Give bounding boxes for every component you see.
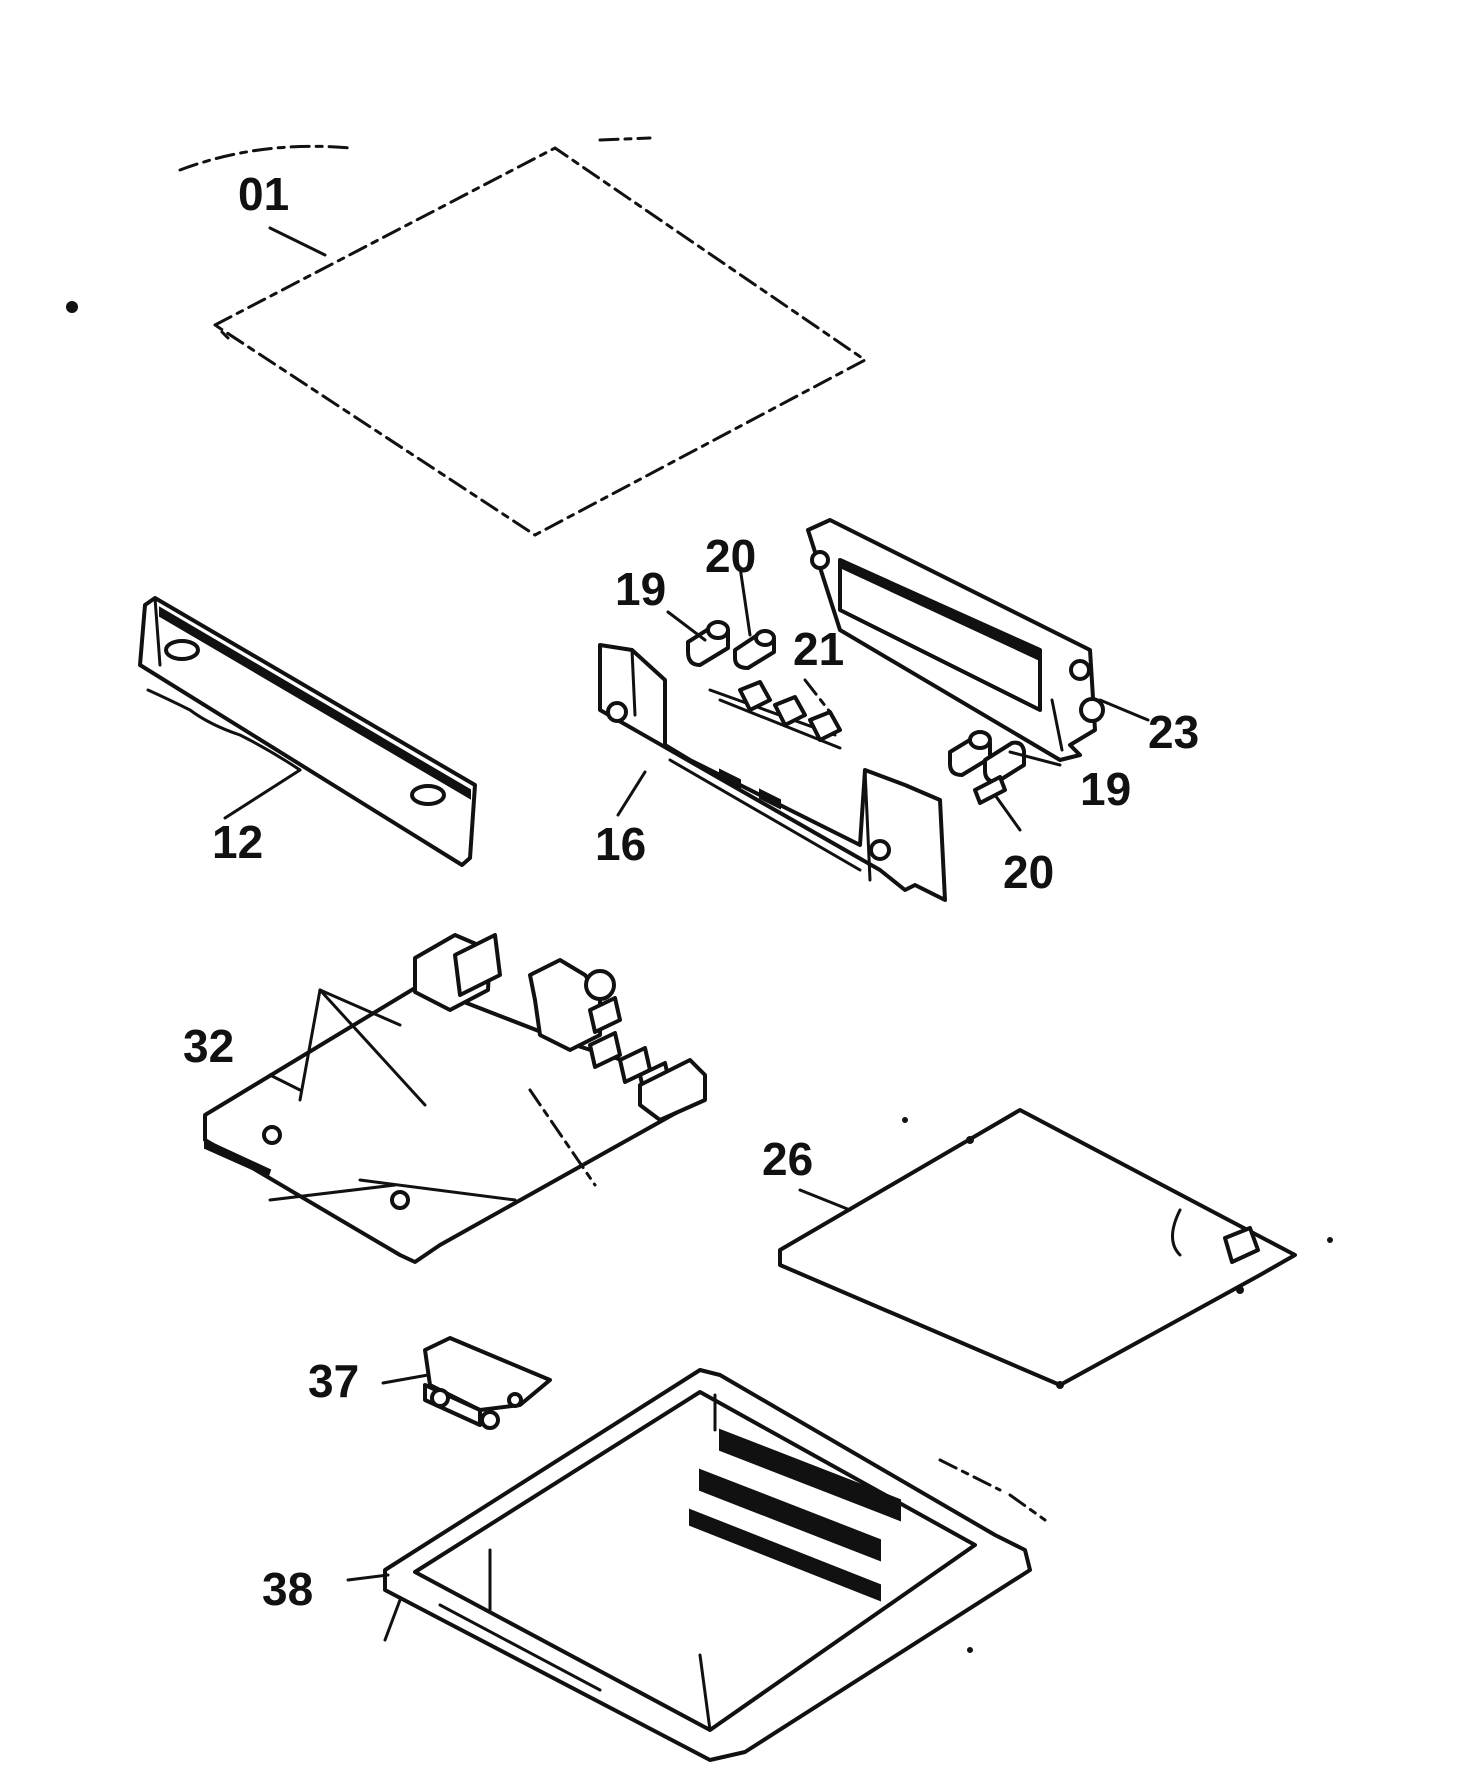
label-12: 12 <box>212 816 263 868</box>
label-23: 23 <box>1148 706 1199 758</box>
part-21-switch-assembly <box>708 678 842 750</box>
part-12-rear-bracket <box>138 596 477 867</box>
label-38: 38 <box>262 1563 313 1615</box>
label-20-upper: 20 <box>705 530 756 582</box>
label-37: 37 <box>308 1355 359 1407</box>
label-26: 26 <box>762 1133 813 1185</box>
part-37-sub-board <box>423 1336 552 1430</box>
label-19-lower: 19 <box>1080 763 1131 815</box>
label-21: 21 <box>793 623 844 675</box>
part-23-front-panel <box>806 518 1105 762</box>
label-20-lower: 20 <box>1003 846 1054 898</box>
part-19-20-lower-knobs <box>948 730 1026 805</box>
label-01: 01 <box>238 168 289 220</box>
part-labels: 01 12 16 19 19 20 20 21 23 26 32 37 38 <box>183 168 1199 1615</box>
leader-lines <box>223 226 1150 1582</box>
label-32: 32 <box>183 1020 234 1072</box>
label-19-upper: 19 <box>615 563 666 615</box>
part-19-20-upper-knobs <box>686 620 776 670</box>
part-26-circuit-board <box>778 1108 1297 1389</box>
part-38-bottom-chassis <box>383 1368 1032 1762</box>
part-16-front-frame <box>598 643 947 902</box>
part-32-main-board <box>203 933 707 1264</box>
label-16: 16 <box>595 818 646 870</box>
part-01-top-cover <box>178 136 868 537</box>
scan-specks <box>66 301 1333 1653</box>
